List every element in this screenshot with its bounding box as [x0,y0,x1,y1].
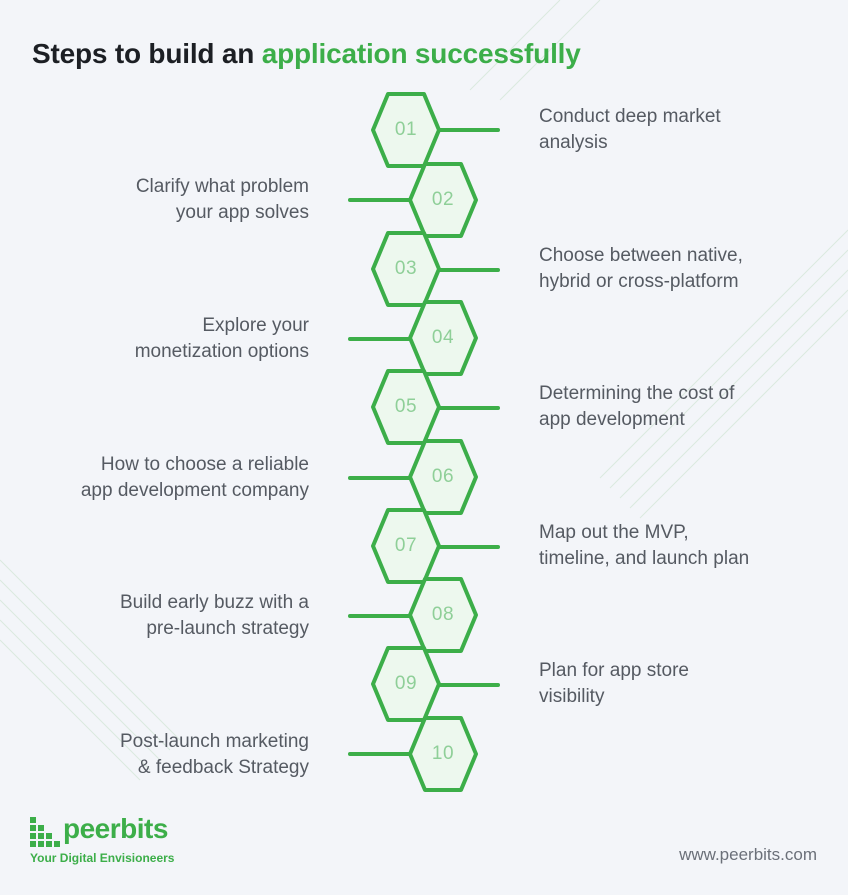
step-label: Plan for app store visibility [539,658,829,710]
step-number: 08 [431,604,455,625]
step-number: 02 [431,189,455,210]
step-label-line: Clarify what problem [135,176,309,197]
step-connector [348,476,418,480]
step-connector [430,683,500,687]
peerbits-logo-icon [30,817,60,847]
step-label-line: Plan for app store [539,660,689,681]
step-label: Conduct deep market analysis [539,104,829,156]
step-label: How to choose a reliable app development… [9,452,309,504]
step-number: 04 [431,327,455,348]
step-label-line: monetization options [134,341,309,362]
step-connector [348,614,418,618]
step-label-line: hybrid or cross-platform [539,271,739,292]
page-title: Steps to build an application successful… [32,38,581,70]
step-label-line: your app solves [175,202,309,223]
step-hexagon: 01 [371,92,441,168]
logo-wordmark: peerbits [63,813,168,844]
step-number: 03 [394,258,418,279]
title-main: Steps to build an [32,38,262,69]
step-hexagon: 02 [408,162,478,238]
step-label-line: How to choose a reliable [100,454,309,475]
step-label-line: Conduct deep market [539,106,721,127]
step-label: Choose between native, hybrid or cross-p… [539,243,829,295]
step-hexagon: 03 [371,231,441,307]
step-connector [430,128,500,132]
step-label-line: Explore your [202,315,309,336]
step-label-line: Determining the cost of [539,383,735,404]
step-label-line: analysis [539,132,608,153]
step-number: 10 [431,743,455,764]
step-label: Clarify what problem your app solves [9,174,309,226]
step-label-line: visibility [539,686,605,707]
step-label-line: Map out the MVP, [539,522,689,543]
step-number: 06 [431,466,455,487]
step-label-line: pre-launch strategy [146,618,309,639]
step-label-line: Post-launch marketing [119,731,309,752]
step-label: Determining the cost of app development [539,381,829,433]
step-connector [348,752,418,756]
step-connector [348,198,418,202]
step-hexagon: 07 [371,508,441,584]
step-label: Explore your monetization options [9,313,309,365]
step-label-line: timeline, and launch plan [539,548,750,569]
step-label-line: app development company [80,480,309,501]
step-label-line: app development [539,409,685,430]
step-label-line: & feedback Strategy [137,757,309,778]
step-label-line: Choose between native, [539,245,743,266]
step-label-line: Build early buzz with a [119,592,309,613]
step-label: Map out the MVP, timeline, and launch pl… [539,520,829,572]
step-connector [430,268,500,272]
title-accent: application successfully [261,38,581,69]
step-number: 07 [394,535,418,556]
step-label: Post-launch marketing & feedback Strateg… [9,729,309,781]
step-number: 01 [394,119,418,140]
step-number: 05 [394,396,418,417]
step-label: Build early buzz with a pre-launch strat… [9,590,309,642]
step-hexagon: 09 [371,646,441,722]
step-connector [348,337,418,341]
step-hexagon: 04 [408,300,478,376]
logo-tagline: Your Digital Envisioneers [30,851,175,865]
website-url: www.peerbits.com [679,845,817,864]
step-connector [430,406,500,410]
step-hexagon: 10 [408,716,478,792]
step-hexagon: 08 [408,577,478,653]
step-hexagon: 05 [371,369,441,445]
step-number: 09 [394,673,418,694]
step-hexagon: 06 [408,439,478,515]
step-connector [430,545,500,549]
